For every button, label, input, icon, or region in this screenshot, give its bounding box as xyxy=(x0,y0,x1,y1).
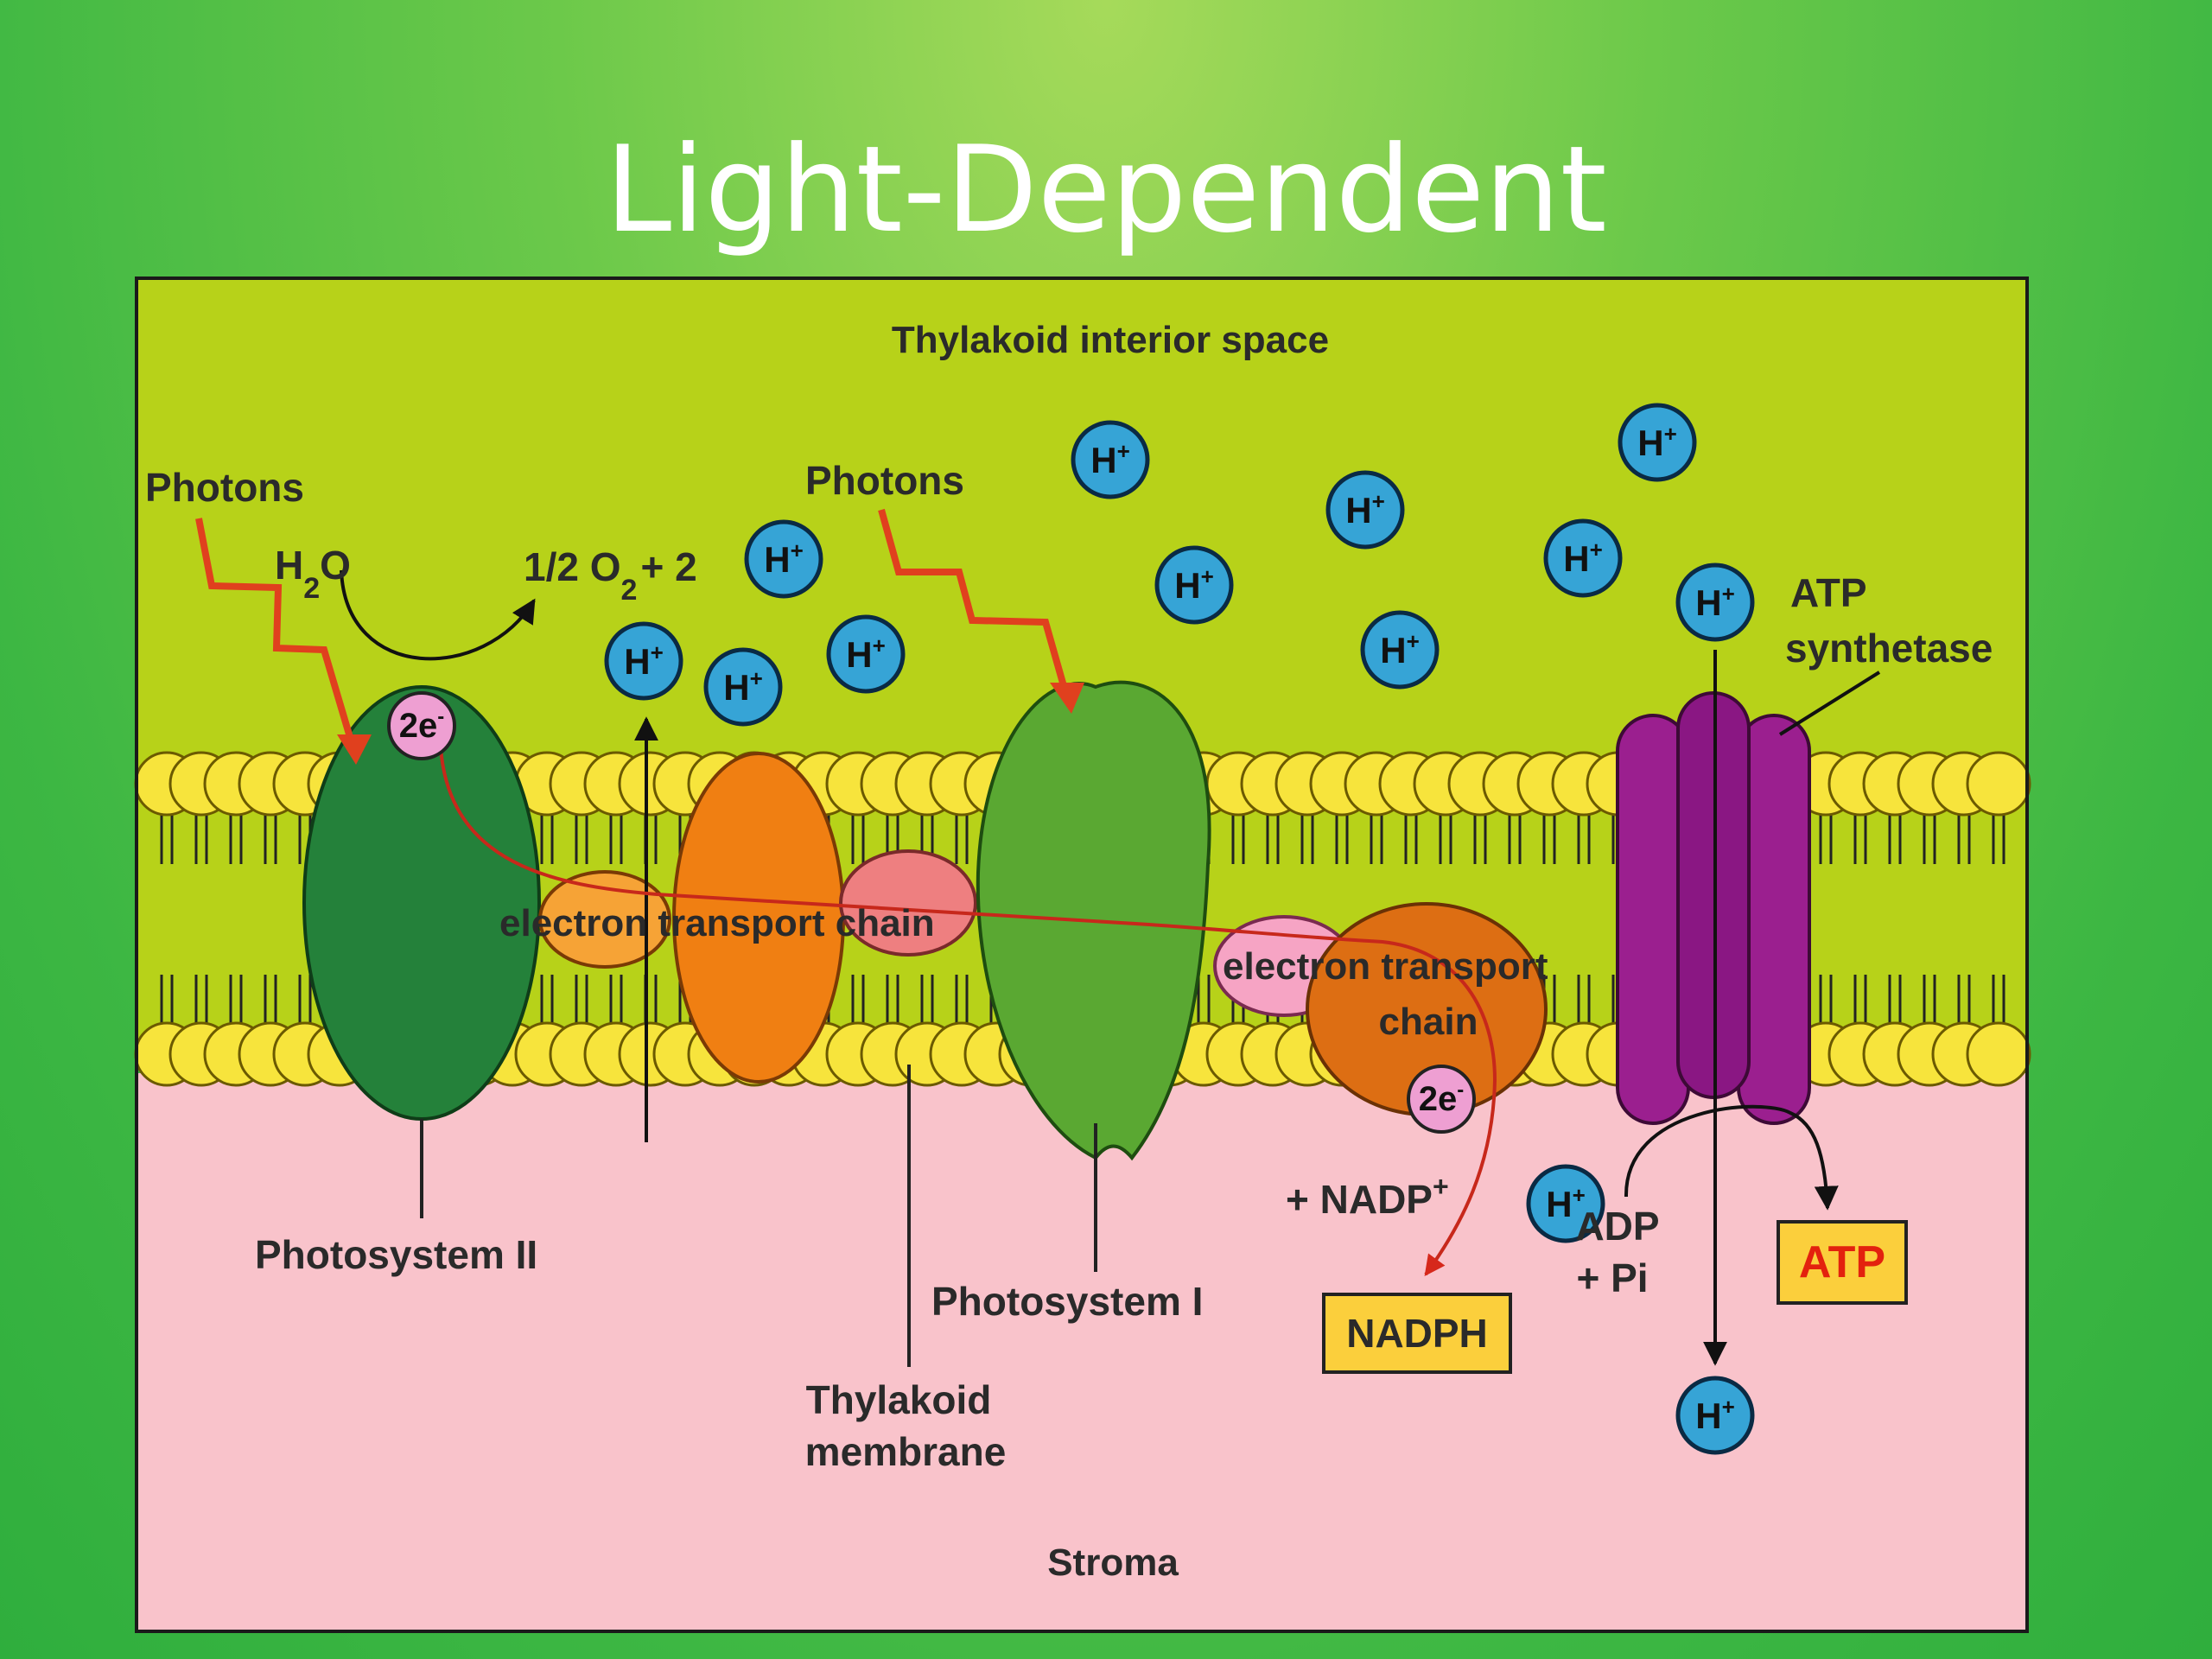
proton-ion: H+ xyxy=(1154,545,1234,625)
svg-text:H+: H+ xyxy=(1380,628,1420,671)
proton-ion: H+ xyxy=(604,621,683,701)
photon-arrow-mid xyxy=(878,508,1071,700)
water-splitting-arrow xyxy=(340,569,536,661)
electron-badge: 2e- xyxy=(1407,1065,1476,1134)
photons-label-mid: Photons xyxy=(805,458,964,503)
thylakoid-membrane-label-line2: membrane xyxy=(805,1429,1007,1474)
water-label: H2O xyxy=(275,543,351,605)
atp-label: ATP xyxy=(1799,1237,1885,1287)
proton-ions: H+ H+ H+ H+ H+ H+ H+ H+ H+ H+ H+ H+ H+ xyxy=(604,403,1755,1455)
proton-ion: H+ xyxy=(1325,470,1405,550)
photon-arrow-mid-head xyxy=(1050,683,1084,714)
slide-title: Light-Dependent xyxy=(605,120,1607,259)
svg-text:H+: H+ xyxy=(1695,1394,1735,1436)
proton-ion: H+ xyxy=(744,519,823,599)
svg-text:H+: H+ xyxy=(1563,537,1603,579)
nadp-label: + NADP+ xyxy=(1286,1171,1449,1222)
proton-ion: H+ xyxy=(1360,610,1440,690)
svg-text:H+: H+ xyxy=(1174,563,1214,606)
svg-text:H+: H+ xyxy=(1546,1182,1586,1224)
photon-arrow-left-head xyxy=(337,734,372,765)
atp-synthetase-leader xyxy=(1778,671,1881,736)
proton-ion: H+ xyxy=(1675,563,1755,642)
svg-text:H+: H+ xyxy=(764,537,804,580)
svg-text:H+: H+ xyxy=(1695,581,1735,623)
etc-label-2-line2: chain xyxy=(1379,1001,1478,1043)
svg-text:2e-: 2e- xyxy=(1419,1078,1465,1118)
carrier-pink xyxy=(839,849,977,957)
photosystem-ii-label: Photosystem II xyxy=(255,1232,537,1277)
svg-text:H+: H+ xyxy=(1637,421,1677,463)
etc-label-2-line1: electron transport xyxy=(1223,945,1548,988)
svg-text:H+: H+ xyxy=(1090,438,1130,480)
proton-ion: H+ xyxy=(703,647,783,727)
svg-text:H+: H+ xyxy=(846,632,886,675)
thylakoid-membrane-label-line1: Thylakoid xyxy=(806,1377,992,1422)
proton-ion: H+ xyxy=(826,614,906,694)
svg-text:2e-: 2e- xyxy=(399,705,445,745)
photons-label-left: Photons xyxy=(145,465,304,510)
proton-ion: H+ xyxy=(1071,420,1150,499)
stroma-label: Stroma xyxy=(1047,1541,1179,1584)
svg-text:H+: H+ xyxy=(1345,488,1385,531)
atp-product-box: ATP xyxy=(1777,1220,1908,1305)
diagram-frame xyxy=(135,276,2029,1633)
adp-label-line1: ADP xyxy=(1575,1204,1659,1249)
lipid-head xyxy=(1966,751,2031,817)
oxygen-label: 1/2 O2+ 2 xyxy=(524,544,697,607)
adp-to-atp-arrow xyxy=(1624,1104,1839,1211)
electron-flow-path xyxy=(439,747,1497,1276)
electron-badge: 2e- xyxy=(387,691,456,760)
nadph-label: NADPH xyxy=(1346,1311,1488,1356)
lipid-head xyxy=(1966,1021,2031,1087)
photosystem-i-label: Photosystem I xyxy=(931,1279,1203,1324)
photon-arrow-left xyxy=(195,518,358,753)
thylakoid-interior-label: Thylakoid interior space xyxy=(892,319,1329,361)
etc-label-1: electron transport chain xyxy=(499,902,935,944)
atp-synthetase-label-line1: ATP xyxy=(1790,570,1867,615)
svg-text:H+: H+ xyxy=(723,665,763,708)
nadph-product-box: NADPH xyxy=(1322,1293,1512,1374)
proton-ion: H+ xyxy=(1618,403,1697,482)
proton-ion: H+ xyxy=(1543,518,1623,598)
proton-ion: H+ xyxy=(1526,1164,1605,1243)
atp-synthetase-label-line2: synthetase xyxy=(1785,626,1993,671)
svg-text:H+: H+ xyxy=(624,639,664,682)
proton-ion: H+ xyxy=(1675,1376,1755,1455)
adp-label-line2: + Pi xyxy=(1576,1255,1648,1300)
carrier-orange xyxy=(538,870,671,969)
